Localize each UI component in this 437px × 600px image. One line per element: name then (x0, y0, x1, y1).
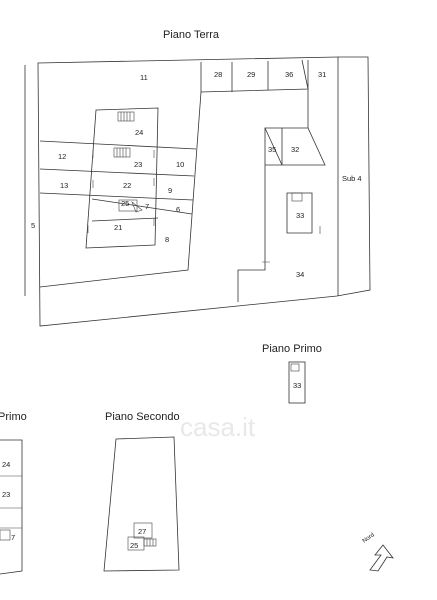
room-22: 22 (123, 181, 131, 190)
room-12: 12 (58, 152, 66, 161)
second-floor-room-27: 27 (138, 527, 146, 536)
room-13: 13 (60, 181, 68, 190)
room-34: 34 (296, 270, 304, 279)
room-29: 29 (247, 70, 255, 79)
second-floor-room-25: 25 (130, 541, 138, 550)
first-floor-title-partial: Primo (0, 411, 27, 423)
north-arrow-icon (369, 544, 394, 572)
first-floor-title: Piano Primo (262, 343, 322, 355)
room-9: 9 (168, 186, 172, 195)
room-31: 31 (318, 70, 326, 79)
stair-icon (113, 111, 303, 213)
ground-floor-outline (37, 56, 371, 327)
room-36: 36 (285, 70, 293, 79)
room-35: 35 (268, 145, 276, 154)
room-24: 24 (135, 128, 143, 137)
room-10: 10 (176, 160, 184, 169)
ground-floor-title: Piano Terra (163, 29, 220, 41)
room-8: 8 (165, 235, 169, 244)
left-room-23: 23 (2, 490, 10, 499)
left-partial-outline (0, 439, 23, 575)
second-floor-outline (103, 436, 180, 572)
room-11: 11 (140, 73, 148, 82)
first-floor-room-33: 33 (293, 381, 301, 390)
second-floor-title: Piano Secondo (105, 411, 180, 423)
sub-4-label: Sub 4 (342, 174, 362, 183)
left-room-24: 24 (2, 460, 10, 469)
ground-floor-room-numbers: 11 28 29 36 31 24 12 23 10 13 22 9 25 7 … (31, 70, 362, 279)
room-33: 33 (296, 211, 304, 220)
room-28: 28 (214, 70, 222, 79)
room-5: 5 (31, 221, 35, 230)
left-room-7: 7 (11, 533, 15, 542)
room-21: 21 (114, 223, 122, 232)
room-32: 32 (291, 145, 299, 154)
room-25: 25 (121, 199, 129, 208)
room-6: 6 (176, 205, 180, 214)
room-7: 7 (145, 202, 149, 211)
watermark-text: casa.it (180, 412, 256, 442)
compass-label: Nord (362, 532, 376, 544)
first-floor-outline (288, 361, 306, 404)
room-23: 23 (134, 160, 142, 169)
wall-ticks (87, 150, 321, 263)
